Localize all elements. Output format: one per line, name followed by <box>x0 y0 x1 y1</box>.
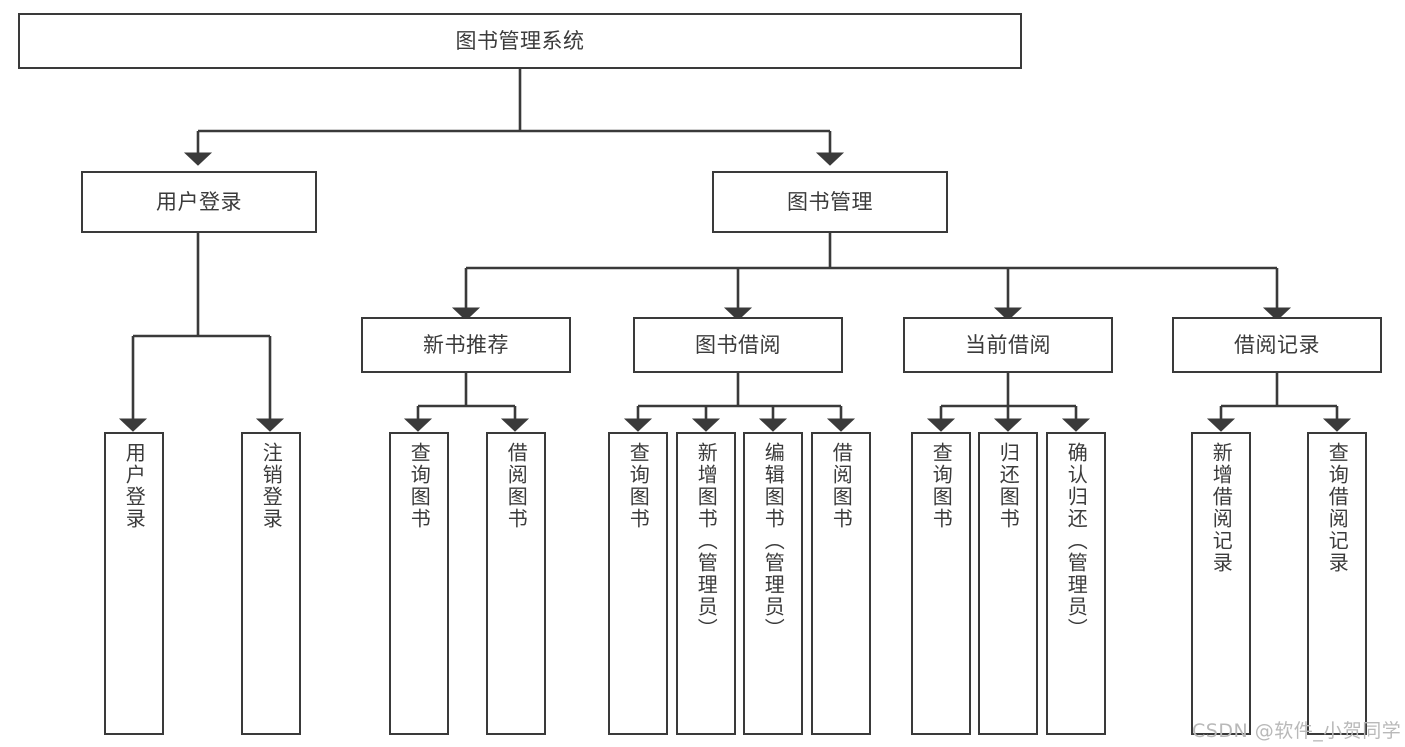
leaf-query-books-bb[interactable]: 查询图书 <box>608 432 668 735</box>
leaf-logout[interactable]: 注销登录 <box>241 432 301 735</box>
node-label: 图书借阅 <box>695 332 781 357</box>
node-user-login[interactable]: 用户登录 <box>81 171 317 233</box>
node-label: 查询图书 <box>626 442 651 530</box>
csdn-watermark: CSDN @软件_小贺同学 <box>1192 720 1402 742</box>
leaf-query-books-cb[interactable]: 查询图书 <box>911 432 971 735</box>
node-root-book-management-system[interactable]: 图书管理系统 <box>18 13 1022 69</box>
node-current-borrow[interactable]: 当前借阅 <box>903 317 1113 373</box>
leaf-add-borrow-record[interactable]: 新增借阅记录 <box>1191 432 1251 735</box>
node-label: 借阅图书 <box>829 442 854 530</box>
node-label: 新增借阅记录 <box>1209 442 1234 574</box>
node-label: 当前借阅 <box>965 332 1051 357</box>
node-label: 查询借阅记录 <box>1325 442 1350 574</box>
leaf-confirm-return-admin[interactable]: 确认归还（管理员） <box>1046 432 1106 735</box>
node-label: 查询图书 <box>929 442 954 530</box>
node-borrow-records[interactable]: 借阅记录 <box>1172 317 1382 373</box>
node-book-management[interactable]: 图书管理 <box>712 171 948 233</box>
leaf-borrow-books-bb[interactable]: 借阅图书 <box>811 432 871 735</box>
node-label: 新书推荐 <box>423 332 509 357</box>
leaf-edit-book-admin[interactable]: 编辑图书（管理员） <box>743 432 803 735</box>
leaf-user-login[interactable]: 用户登录 <box>104 432 164 735</box>
node-label: 注销登录 <box>259 442 284 530</box>
node-label: 图书管理 <box>787 189 873 214</box>
node-label: 新增图书（管理员） <box>694 442 719 640</box>
leaf-add-book-admin[interactable]: 新增图书（管理员） <box>676 432 736 735</box>
node-label: 确认归还（管理员） <box>1064 442 1089 640</box>
node-label: 编辑图书（管理员） <box>761 442 786 640</box>
leaf-query-books-nbr[interactable]: 查询图书 <box>389 432 449 735</box>
leaf-query-borrow-record[interactable]: 查询借阅记录 <box>1307 432 1367 735</box>
node-label: 用户登录 <box>122 442 147 530</box>
node-label: 查询图书 <box>407 442 432 530</box>
node-label: 归还图书 <box>996 442 1021 530</box>
leaf-return-books[interactable]: 归还图书 <box>978 432 1038 735</box>
node-label: 借阅记录 <box>1234 332 1320 357</box>
node-label: 借阅图书 <box>504 442 529 530</box>
node-new-book-recommend[interactable]: 新书推荐 <box>361 317 571 373</box>
node-book-borrow[interactable]: 图书借阅 <box>633 317 843 373</box>
node-label: 用户登录 <box>156 189 242 214</box>
leaf-borrow-books-nbr[interactable]: 借阅图书 <box>486 432 546 735</box>
node-label: 图书管理系统 <box>455 28 585 53</box>
